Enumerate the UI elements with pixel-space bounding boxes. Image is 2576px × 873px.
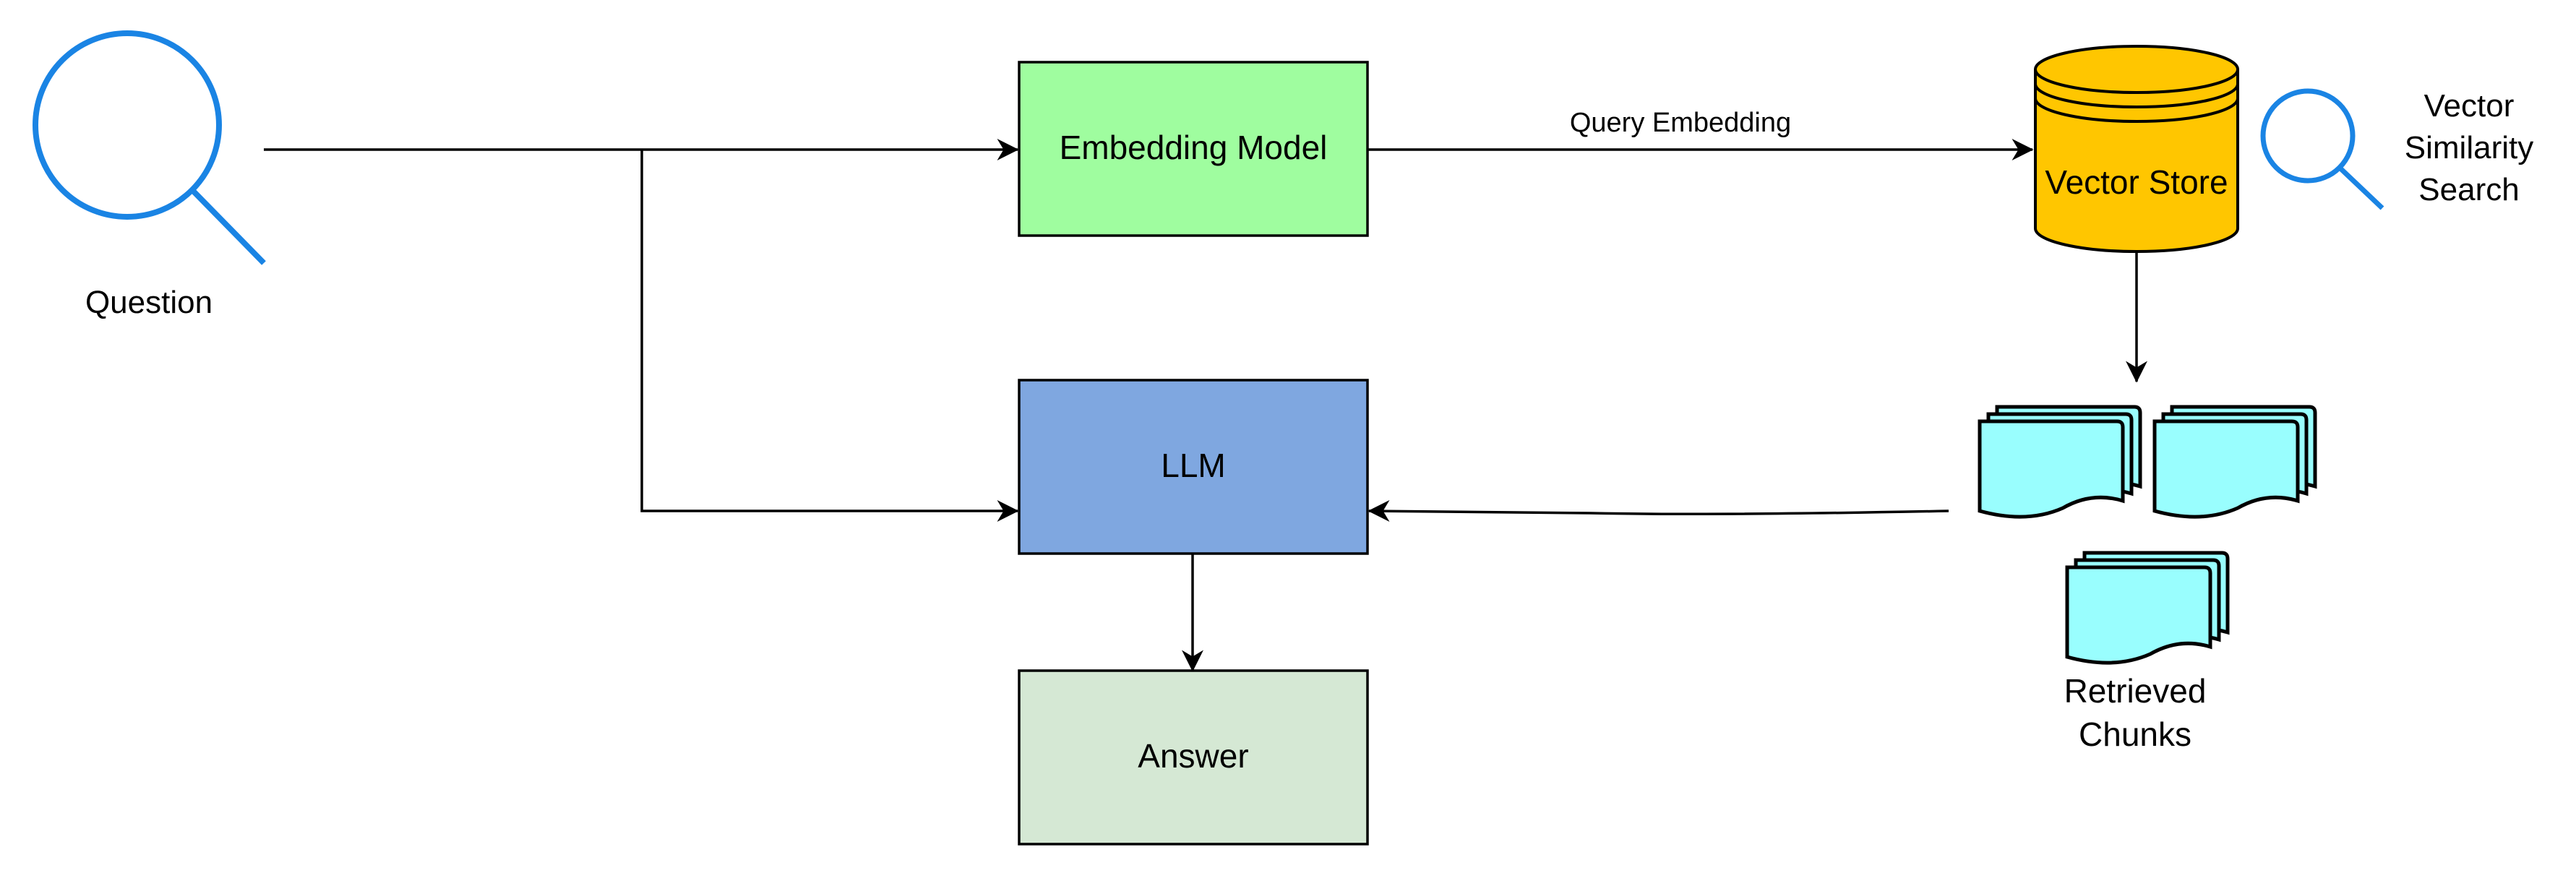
embedding-model-node: Embedding Model xyxy=(1018,61,1369,237)
retrieved-chunks-label-line-1: Retrieved xyxy=(2064,672,2207,710)
document-stack-icon xyxy=(2155,407,2315,517)
llm-label: LLM xyxy=(1161,447,1225,484)
vector-search-label-line-1: Vector xyxy=(2424,88,2515,124)
vector-search-label-line-3: Search xyxy=(2418,172,2519,207)
vector-store-label: Vector Store xyxy=(2045,163,2228,201)
search-icon xyxy=(33,30,266,265)
llm-box xyxy=(1018,379,1369,555)
search-icon xyxy=(2260,88,2384,210)
embedding-model-box xyxy=(1018,61,1369,237)
question-node: Question xyxy=(33,30,266,320)
document-stack-icon xyxy=(1980,407,2140,517)
database-icon xyxy=(2034,45,2239,253)
retrieved-chunks-node: Retrieved Chunks xyxy=(1980,407,2315,753)
retrieved-chunks-label-line-2: Chunks xyxy=(2079,715,2191,753)
llm-node: LLM xyxy=(1018,379,1369,555)
answer-node: Answer xyxy=(1018,669,1369,846)
vector-similarity-search: Vector Similarity Search xyxy=(2260,88,2533,210)
edge-question-to-llm xyxy=(640,150,1019,522)
vector-store-node: Vector Store xyxy=(2034,45,2239,253)
document-stack-icon xyxy=(2067,553,2228,663)
answer-box xyxy=(1018,669,1369,846)
vector-search-label-line-2: Similarity xyxy=(2405,130,2533,165)
edge-chunks-to-llm xyxy=(1368,500,1949,522)
answer-label: Answer xyxy=(1138,737,1248,775)
edge-label-query-embedding: Query Embedding xyxy=(1570,108,1791,138)
edges xyxy=(264,139,2147,672)
embedding-model-label: Embedding Model xyxy=(1060,129,1328,166)
question-label: Question xyxy=(85,285,212,320)
